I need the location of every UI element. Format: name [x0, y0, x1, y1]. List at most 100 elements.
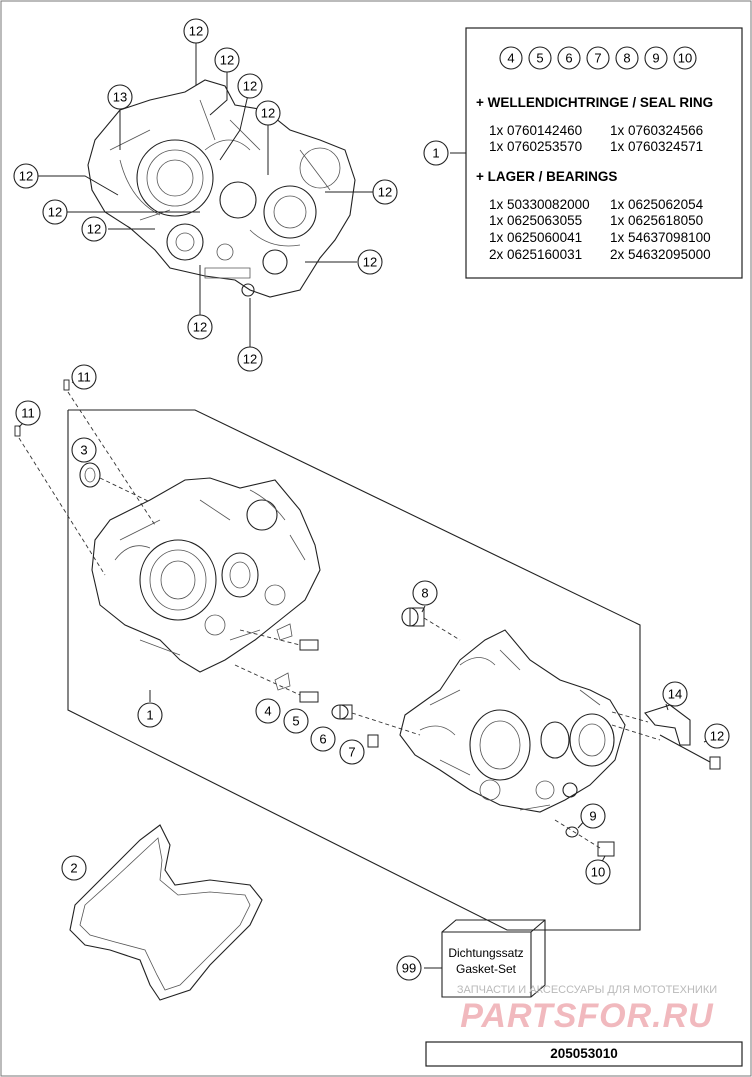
callout-c4: 4: [255, 698, 281, 724]
kit-outline: [67, 409, 641, 931]
callout-c4-label: 4: [264, 704, 271, 719]
info-small-callout-6-circle: [644, 46, 668, 70]
callout-c99: 99: [396, 955, 422, 981]
top-callout-4-circle: [255, 100, 281, 126]
info-small-callout-7-label: 10: [678, 51, 692, 66]
top-callout-8: 12: [42, 199, 68, 225]
callout-c6-circle: [310, 726, 336, 752]
info-small-callout-3-label: 6: [565, 51, 572, 66]
exploded-leaders: [18, 381, 720, 870]
callout-c5-circle: [283, 708, 309, 734]
callout-c9: 9: [580, 803, 606, 829]
info-small-callout-4-label: 7: [594, 51, 601, 66]
callout-c11b-label: 11: [21, 406, 35, 421]
callout-c12: 12: [704, 723, 730, 749]
top-callout-12: 12: [237, 346, 263, 372]
top-callout-1: 12: [183, 18, 209, 44]
bearing-row-2-left: 1x 0625063055: [489, 213, 582, 228]
footer-code: 205053010: [550, 1046, 618, 1061]
top-callout-2-label: 12: [220, 53, 234, 68]
watermark: ЗАПЧАСТИ И АКСЕССУАРЫ ДЛЯ МОТОТЕХНИКИ PA…: [457, 984, 717, 1035]
seal-heading: + WELLENDICHTRINGE / SEAL RING: [476, 95, 713, 110]
seal-row-2-left: 1x 0760253570: [489, 139, 582, 154]
top-callout-10-circle: [357, 249, 383, 275]
bearing-row-3-right: 1x 54637098100: [610, 230, 711, 245]
callout-c6-label: 6: [319, 732, 326, 747]
top-callout-11-label: 12: [193, 320, 207, 335]
info-small-callout-5: 8: [615, 46, 639, 70]
callout-c14-label: 14: [668, 687, 682, 702]
watermark-tagline: ЗАПЧАСТИ И АКСЕССУАРЫ ДЛЯ МОТОТЕХНИКИ: [457, 984, 717, 996]
callout-c10-circle: [585, 859, 611, 885]
top-callout-3-label: 12: [243, 79, 257, 94]
info-small-callout-2: 5: [528, 46, 552, 70]
callout-c11b-circle: [15, 400, 41, 426]
callout-c99-label: 99: [402, 961, 416, 976]
top-callout-5-label: 13: [113, 90, 127, 105]
callout-c5: 5: [283, 708, 309, 734]
top-callout-11: 12: [187, 314, 213, 340]
callout-c7-circle: [339, 739, 365, 765]
crankcase-top-view: [87, 79, 356, 298]
top-callout-5: 13: [107, 84, 133, 110]
top-callout-12-circle: [237, 346, 263, 372]
top-callout-4-label: 12: [261, 106, 275, 121]
callout-c2-circle: [61, 855, 87, 881]
info-small-callout-1-circle: [499, 46, 523, 70]
top-callout-7-label: 12: [378, 185, 392, 200]
top-callout-10: 12: [357, 249, 383, 275]
top-callout-6: 12: [13, 163, 39, 189]
gasket-set-label-1: Dichtungssatz: [448, 946, 523, 960]
top-callout-10-label: 12: [363, 255, 377, 270]
gasket-set-label-2: Gasket-Set: [456, 962, 517, 976]
callout-c8-label: 8: [421, 586, 428, 601]
callout-c8: 8: [412, 580, 438, 606]
callout-c9-circle: [580, 803, 606, 829]
washer-and-plug: [554, 819, 615, 857]
top-callout-8-circle: [42, 199, 68, 225]
callout-c10: 10: [585, 859, 611, 885]
left-bolts: [234, 623, 319, 703]
bearing-heading: + LAGER / BEARINGS: [476, 169, 617, 184]
footer-box: [425, 1041, 743, 1067]
callout-c5-label: 5: [292, 714, 299, 729]
top-callout-12-label: 12: [243, 352, 257, 367]
info-box-callout-label: 1: [432, 146, 439, 161]
callout-c11a-label: 11: [77, 370, 91, 385]
top-callout-2-circle: [214, 47, 240, 73]
callout-c10-label: 10: [591, 865, 605, 880]
callout-c11a: 11: [71, 364, 97, 390]
info-small-callout-4: 7: [586, 46, 610, 70]
top-callout-6-circle: [13, 163, 39, 189]
seal-row-1-right: 1x 0760324566: [610, 123, 703, 138]
callout-c14: 14: [662, 681, 688, 707]
info-small-callout-5-circle: [615, 46, 639, 70]
info-small-callout-5-label: 8: [623, 51, 630, 66]
callout-c3: 3: [71, 437, 97, 463]
right-crankcase-half: [399, 629, 626, 813]
info-small-callout-3-circle: [557, 46, 581, 70]
top-callout-3-circle: [237, 73, 263, 99]
info-box-callout: 1: [423, 140, 449, 166]
info-small-callout-7-circle: [673, 46, 697, 70]
top-callout-7-circle: [372, 179, 398, 205]
info-small-callout-1-label: 4: [507, 51, 514, 66]
bearing-row-1-right: 1x 0625062054: [610, 197, 704, 212]
top-callout-2: 12: [214, 47, 240, 73]
info-small-callout-2-label: 5: [536, 51, 543, 66]
top-callout-11-circle: [187, 314, 213, 340]
callout-c3-circle: [71, 437, 97, 463]
callout-c99-circle: [396, 955, 422, 981]
bearing-row-4-left: 2x 0625160031: [489, 247, 582, 262]
bushing-and-pin: [331, 704, 421, 748]
callout-c7: 7: [339, 739, 365, 765]
bearing-row-2-right: 1x 0625618050: [610, 213, 703, 228]
info-small-callout-2-circle: [528, 46, 552, 70]
footer: 205053010: [425, 1041, 743, 1067]
info-small-callout-3: 6: [557, 46, 581, 70]
callout-c6: 6: [310, 726, 336, 752]
info-small-callout-6-label: 9: [652, 51, 659, 66]
callout-c11a-circle: [71, 364, 97, 390]
